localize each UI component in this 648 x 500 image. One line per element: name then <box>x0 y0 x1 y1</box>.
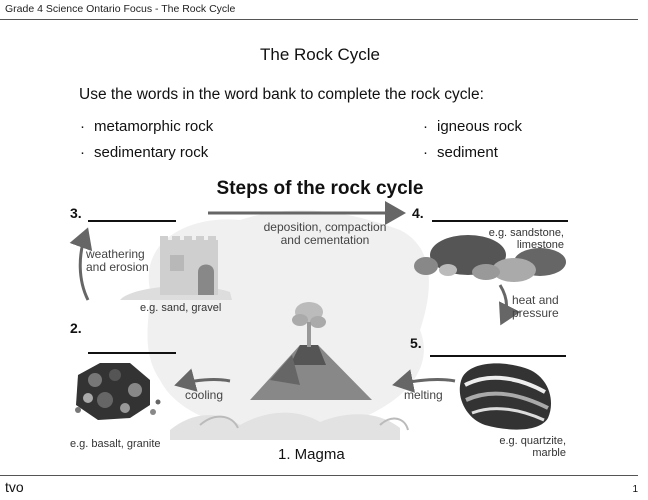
metamorphic-rock-illustration <box>459 363 552 430</box>
step-2-number: 2. <box>70 320 82 336</box>
example-sediment: e.g. sand, gravel <box>140 302 222 314</box>
arrow-heat <box>498 284 521 326</box>
bullet: · <box>80 144 85 161</box>
example-sedimentary: e.g. sandstone,limestone <box>470 227 564 251</box>
example-text: marble <box>532 447 566 459</box>
step-4-blank[interactable] <box>432 220 568 222</box>
process-text: deposition, compaction <box>263 220 387 234</box>
word-bank-label: sediment <box>437 144 498 161</box>
process-cooling: cooling <box>185 388 224 402</box>
page-title: The Rock Cycle <box>260 45 380 64</box>
word-bank-item: · metamorphic rock <box>80 118 213 135</box>
example-text: e.g. sandstone, <box>488 227 564 239</box>
bullet: · <box>80 118 85 135</box>
bullet: · <box>423 118 428 135</box>
igneous-rock-illustration <box>75 363 161 420</box>
step-3-blank[interactable] <box>88 220 176 222</box>
step-4-number: 4. <box>412 205 424 221</box>
step-1-magma: 1. Magma <box>278 446 345 463</box>
process-melting: melting <box>404 388 443 402</box>
step-5-blank[interactable] <box>430 355 566 357</box>
footer-rule <box>0 475 638 476</box>
step-3-number: 3. <box>70 205 82 221</box>
word-bank-item: · igneous rock <box>423 118 522 135</box>
arrow-cooling <box>174 368 231 392</box>
process-text: weathering <box>86 247 145 261</box>
instructions: Use the words in the word bank to comple… <box>79 86 484 103</box>
sand-castle-illustration <box>120 236 232 300</box>
volcano-illustration <box>170 302 409 440</box>
page-number: 1 <box>632 484 638 495</box>
example-metamorphic: e.g. quartzite,marble <box>480 435 566 459</box>
process-text: pressure <box>512 306 559 320</box>
step-2-blank[interactable] <box>88 352 176 354</box>
example-igneous: e.g. basalt, granite <box>70 438 161 450</box>
word-bank-item: · sediment <box>423 144 498 161</box>
word-bank-label: igneous rock <box>437 118 523 135</box>
word-bank-label: sedimentary rock <box>94 144 209 161</box>
diagram-title: Steps of the rock cycle <box>216 178 424 199</box>
word-bank-item: · sedimentary rock <box>80 144 208 161</box>
header-rule <box>0 19 638 20</box>
arrow-melting <box>392 369 456 393</box>
bullet: · <box>423 144 428 161</box>
process-text: and cementation <box>280 233 370 247</box>
process-text: heat and <box>512 293 559 307</box>
sedimentary-rocks-illustration <box>414 235 566 282</box>
process-text: and erosion <box>86 260 149 274</box>
step-5-number: 5. <box>410 335 422 351</box>
example-text: limestone <box>516 239 564 251</box>
tvo-logo: tvo <box>5 479 24 495</box>
arrow-weathering <box>69 227 93 301</box>
example-text: e.g. quartzite, <box>499 435 566 447</box>
word-bank-label: metamorphic rock <box>94 118 214 135</box>
page-header: Grade 4 Science Ontario Focus - The Rock… <box>5 3 236 15</box>
